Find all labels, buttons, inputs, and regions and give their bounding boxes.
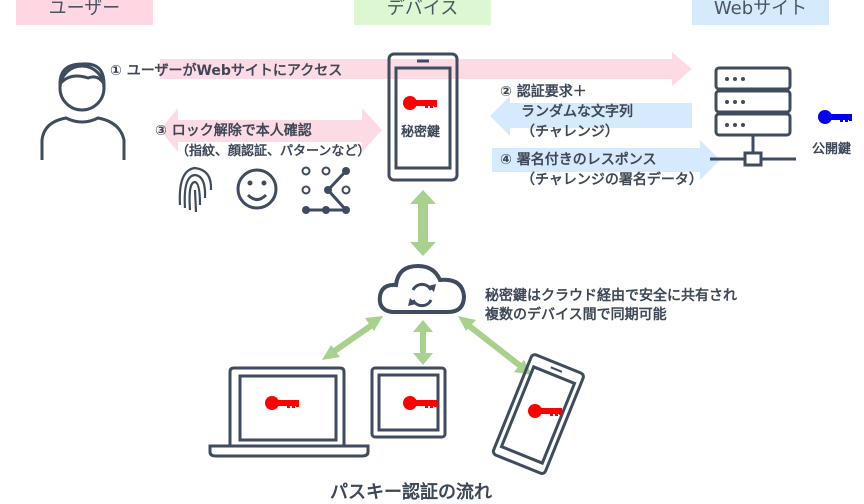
fingerprint-icon: [178, 166, 213, 213]
cloud-icon: [377, 263, 467, 314]
sync-arrows-devices: [331, 322, 525, 371]
sync-icon: [411, 282, 433, 308]
header-website: Webサイト: [692, 0, 829, 25]
step4-line1: ④ 署名付きのレスポンス: [500, 152, 657, 168]
arrow-step4: [492, 140, 720, 180]
diagram-title: パスキー認証の流れ: [330, 482, 492, 503]
header-user-label: ユーザー: [48, 0, 121, 19]
tablet-key-icon: [403, 396, 437, 410]
laptop-key-icon: [265, 396, 299, 410]
user-icon: [40, 62, 126, 160]
sync-arrowheads: [322, 316, 532, 375]
phone-key-icon: [528, 404, 562, 418]
cloud-note-line1: 秘密鍵はクラウド経由で安全に共有され: [485, 288, 737, 304]
pattern-lock-icon: [301, 166, 351, 214]
step4-line2: （チャレンジの署名データ）: [521, 172, 703, 188]
step2-line2: ランダムな文字列: [521, 104, 633, 120]
server-key-label: 公開鍵: [812, 142, 852, 157]
step2-line3: （チャレンジ）: [521, 124, 619, 140]
header-device: デバイス: [354, 0, 491, 25]
server-icon: [710, 66, 796, 167]
device-key-label: 秘密鍵: [401, 125, 441, 140]
tablet-icon: [370, 366, 447, 439]
public-key-icon: [818, 110, 852, 124]
arrow-step2: [490, 96, 692, 136]
laptop-icon: [208, 366, 370, 458]
private-key-icon: [403, 96, 437, 110]
arrow-step3: [160, 108, 382, 152]
tilted-phone-icon: [491, 353, 585, 475]
face-recognition-icon: [236, 168, 278, 210]
sync-arrow-device-cloud: [410, 190, 436, 256]
header-user: ユーザー: [16, 0, 153, 25]
header-website-label: Webサイト: [713, 0, 808, 19]
server-lights: [725, 77, 745, 127]
device-phone-icon: [387, 52, 459, 182]
step3-line2: （指紋、顔認証、パターンなど）: [176, 144, 371, 159]
step3-line1: ③ ロック解除で本人確認: [155, 123, 312, 139]
header-device-label: デバイス: [386, 0, 459, 19]
step1-label: ① ユーザーがWebサイトにアクセス: [110, 63, 343, 79]
cloud-note-line2: 複数のデバイス間で同期可能: [485, 307, 667, 323]
step2-line1: ② 認証要求＋: [500, 84, 587, 100]
